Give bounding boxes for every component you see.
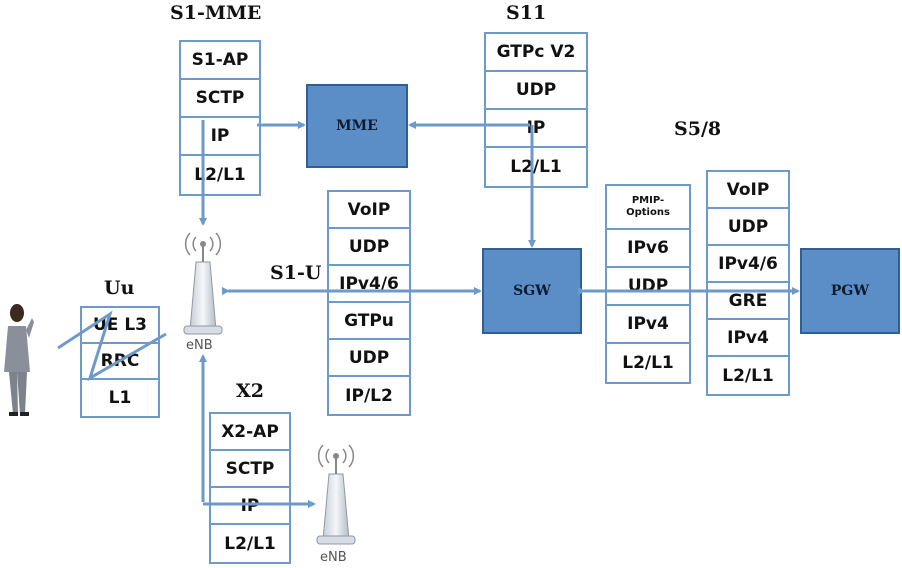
stack-cell: IP	[181, 118, 259, 156]
stack-cell: UDP	[708, 209, 788, 246]
node-pgw: PGW	[800, 248, 900, 334]
user-person-icon	[4, 304, 34, 416]
label-s5-8: S5/8	[674, 118, 722, 140]
stack-cell: VoIP	[329, 192, 409, 229]
stack-cell: X2-AP	[211, 414, 289, 451]
node-sgw: SGW	[482, 248, 582, 334]
label-x2: X2	[236, 380, 264, 402]
stack-cell: IPv4	[607, 306, 689, 344]
stack-cell: S1-AP	[181, 42, 259, 80]
stack-cell: UDP	[329, 340, 409, 377]
enb-tower-icon	[183, 232, 223, 335]
stack-cell: UDP	[329, 229, 409, 266]
stack-cell: SCTP	[181, 80, 259, 118]
enb2-tower-icon	[316, 444, 356, 545]
label-s1-mme: S1-MME	[170, 2, 262, 24]
stack-cell: IP/L2	[345, 385, 393, 406]
stack-cell: L2/L1	[224, 533, 276, 554]
stack-cell: PMIP- Options	[607, 186, 689, 230]
stack-s5-pmip: PMIP- Options IPv6 UDP IPv4 L2/L1	[605, 184, 691, 384]
stack-cell: IPv4/6	[708, 246, 788, 283]
stack-cell: VoIP	[708, 172, 788, 209]
enb2-label: eNB	[320, 550, 347, 565]
stack-cell: L2/L1	[722, 365, 774, 386]
stack-cell: IPv6	[607, 230, 689, 268]
node-mme: MME	[306, 84, 408, 168]
stack-cell: L2/L1	[194, 165, 246, 185]
stack-s5-gre: VoIP UDP IPv4/6 GRE IPv4 L2/L1	[706, 170, 790, 396]
uu-radio-link	[57, 310, 167, 382]
label-s1-u: S1-U	[270, 262, 322, 284]
stack-cell: UDP	[486, 72, 586, 110]
stack-cell: IPv4	[708, 320, 788, 357]
label-s11: S11	[506, 2, 547, 24]
stack-cell: L2/L1	[510, 157, 562, 177]
label-uu: Uu	[104, 277, 135, 299]
stack-cell: GRE	[708, 283, 788, 320]
stack-s1-mme: S1-AP SCTP IP L2/L1	[179, 40, 261, 196]
stack-cell: GTPc V2	[486, 34, 586, 72]
stack-s1-u: VoIP UDP IPv4/6 GTPu UDP IP/L2	[327, 190, 411, 416]
stack-cell: L2/L1	[622, 353, 674, 373]
enb-label: eNB	[186, 338, 213, 353]
stack-cell: SCTP	[211, 451, 289, 488]
stack-cell: GTPu	[329, 303, 409, 340]
stack-s11: GTPc V2 UDP IP L2/L1	[484, 32, 588, 188]
stack-x2: X2-AP SCTP IP L2/L1	[209, 412, 291, 564]
stack-cell: L1	[108, 388, 132, 408]
